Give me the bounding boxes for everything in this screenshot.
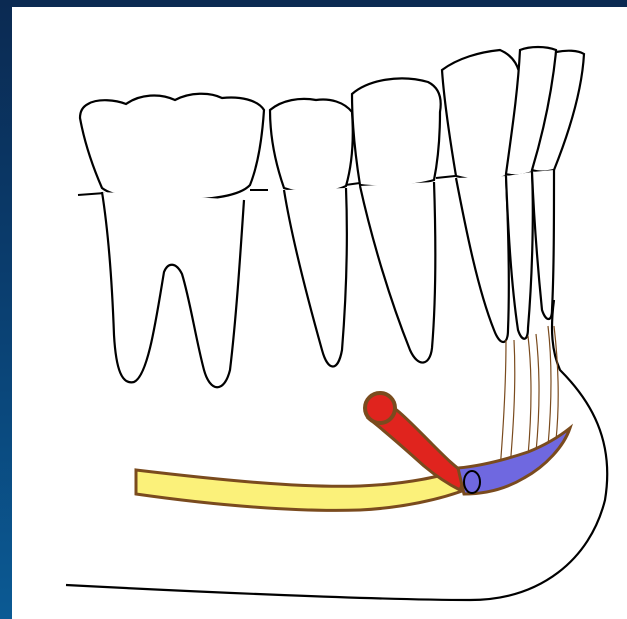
nerve-branch-2 [510, 340, 515, 468]
premolar-1-crown [352, 78, 441, 186]
nerve-branch-1 [500, 340, 506, 470]
incisor-root [532, 170, 554, 319]
premolar-2-root [456, 176, 509, 342]
nerve-branch-5 [548, 326, 551, 446]
nerve-branch-4 [536, 334, 539, 452]
figure-canvas [12, 7, 627, 619]
molar-2-root [284, 188, 347, 367]
nerve [136, 470, 470, 510]
molar-2 [270, 99, 353, 367]
molar-1 [80, 94, 264, 388]
molar-1-crown [80, 94, 264, 200]
molar-1-roots [102, 192, 244, 387]
molar-2-crown [270, 99, 353, 192]
canine-root [506, 172, 533, 339]
artery-opening [365, 393, 395, 423]
premolar-1-root [360, 182, 435, 363]
premolar-1 [352, 78, 441, 362]
nerve-branch-3 [528, 336, 531, 456]
jaw-diagram [12, 7, 627, 619]
nerve-branch-6 [554, 326, 558, 440]
vein [458, 428, 570, 494]
